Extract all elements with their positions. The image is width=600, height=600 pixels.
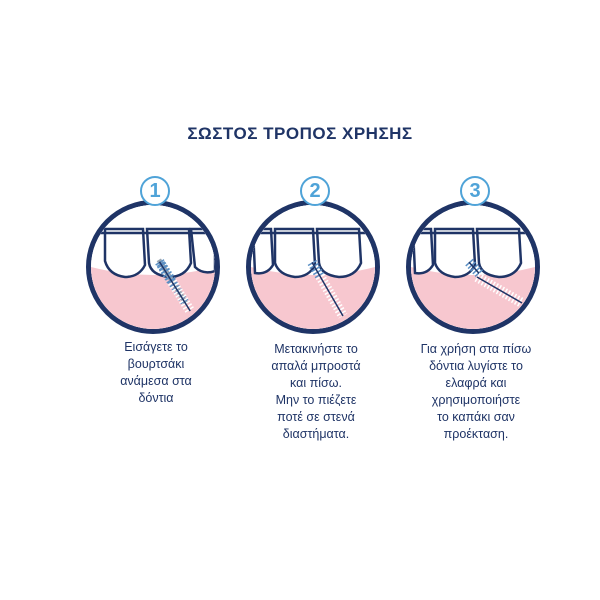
step-1: 1 Εισάγετε το βουρτ [76,176,236,476]
interdental-brush-bend-icon [406,200,540,334]
step-3: 3 Για χρήση στα πίσω δόντια λυγίστε το ε… [396,176,556,476]
step-number-badge: 2 [300,176,330,206]
step-number-badge: 1 [140,176,170,206]
step-2-caption: Μετακινήστε το απαλά μπροστά και πίσω. Μ… [271,342,361,441]
page-title: ΣΩΣΤΟΣ ΤΡΟΠΟΣ ΧΡΗΣΗΣ [187,124,413,143]
step-2: 2 Μετακινήστε το απαλά μπροστά και πίσω.… [236,176,396,476]
step-1-caption: Εισάγετε το βουρτσάκι ανάμεσα στα δόντια [120,340,192,405]
step-3-caption: Για χρήση στα πίσω δόντια λυγίστε το ελα… [420,342,532,441]
interdental-brush-move-icon [246,200,380,334]
step-number-badge: 3 [460,176,490,206]
interdental-brush-insert-icon [86,200,220,334]
